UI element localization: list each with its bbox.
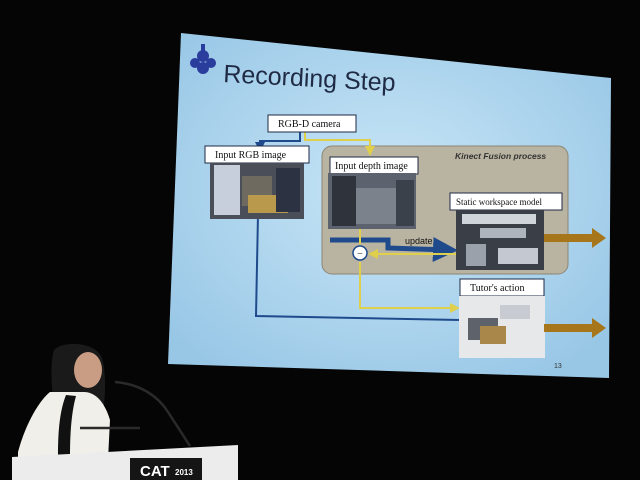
action-label: Tutor's action	[470, 283, 525, 294]
camera-label: RGB-D camera	[278, 119, 341, 130]
rgb-image-thumbnail	[210, 163, 304, 219]
slide-page-number: 13	[554, 363, 562, 370]
presenter	[18, 344, 110, 460]
depth-image-thumbnail	[328, 173, 416, 229]
projected-slide: Recording Step Kinect Fusion process RGB…	[168, 33, 611, 378]
workspace-model-thumbnail	[456, 210, 544, 270]
model-label: Static workspace model	[456, 197, 542, 207]
depth-label: Input depth image	[335, 161, 408, 172]
tutor-action-thumbnail	[459, 296, 545, 358]
conference-logo-year: 2013	[175, 468, 193, 477]
kinect-fusion-label: Kinect Fusion process	[455, 151, 546, 161]
rgb-label: Input RGB image	[215, 150, 287, 161]
subtract-symbol: −	[357, 249, 363, 260]
update-label: update	[405, 236, 433, 246]
presenter-face	[74, 352, 102, 388]
conference-logo-text: CAT	[140, 463, 170, 480]
